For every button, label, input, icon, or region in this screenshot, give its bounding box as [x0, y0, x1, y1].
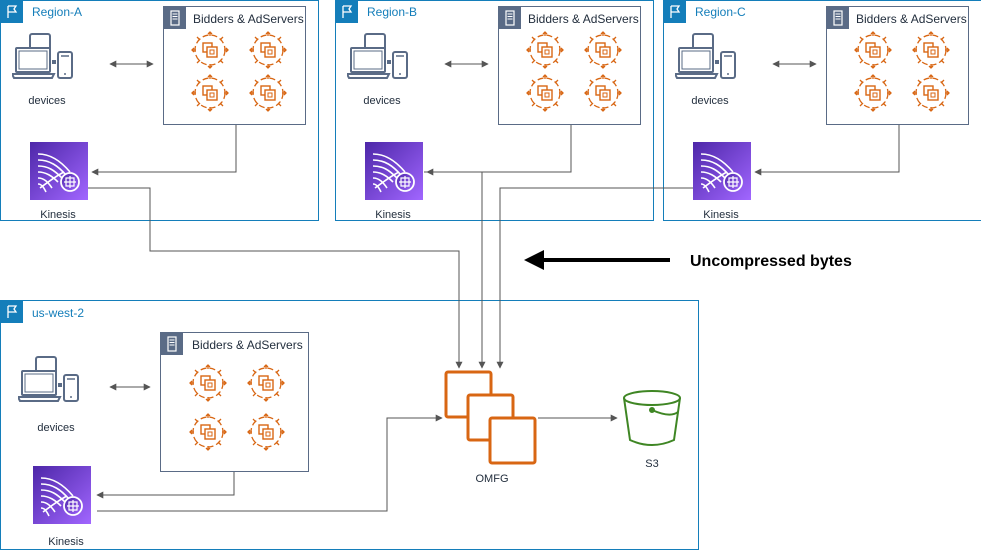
region-b-bidder-kinesis-arrow: [426, 125, 572, 176]
region-b-server-icon: [499, 7, 521, 29]
region-c-autoscaling-icon-1: [854, 31, 892, 69]
region-b-devices-icon: [347, 33, 408, 79]
region-b-to-omfg-arrow: [424, 171, 486, 369]
region-b-label: Region-B: [367, 5, 417, 19]
region-b-kinesis-label: Kinesis: [375, 209, 411, 221]
region-b-autoscaling-icon-4: [584, 74, 622, 112]
region-a-group-label: Bidders & AdServers: [193, 12, 304, 26]
omfg-icon: [444, 370, 537, 465]
region-a-autoscaling-icon-2: [249, 31, 287, 69]
region-b-group-label: Bidders & AdServers: [528, 12, 639, 26]
region-a-bidder-kinesis-arrow: [91, 125, 237, 176]
region-c-flag-icon: [664, 1, 686, 23]
region-a-autoscaling-icon-4: [249, 74, 287, 112]
omfg-label: OMFG: [476, 473, 509, 485]
region-a-kinesis-icon: [30, 142, 88, 200]
region-b-autoscaling-icon-3: [526, 74, 564, 112]
us-west-2-kinesis-label: Kinesis: [48, 536, 84, 548]
region-a-autoscaling-icon-1: [191, 31, 229, 69]
region-a-kinesis-label: Kinesis: [40, 209, 76, 221]
us-west-2-kinesis-to-omfg-arrow: [97, 414, 443, 512]
region-c-bidder-kinesis-arrow: [754, 125, 900, 176]
region-b-devices-label: devices: [363, 95, 401, 107]
region-c-autoscaling-icon-3: [854, 74, 892, 112]
us-west-2-bidder-kinesis-arrow: [96, 472, 235, 499]
region-a-autoscaling-icon-3: [191, 74, 229, 112]
region-c-label: Region-C: [695, 5, 746, 19]
region-b-boundary: [335, 0, 654, 221]
us-west-2-kinesis-icon: [33, 466, 91, 524]
us-west-2-devices-icon: [18, 356, 79, 402]
region-c-devices-icon: [675, 33, 736, 79]
us-west-2-devices-label: devices: [37, 422, 75, 434]
region-c-to-omfg-arrow: [496, 187, 693, 369]
us-west-2-autoscaling-icon-3: [189, 413, 227, 451]
s3-label: S3: [645, 458, 658, 470]
us-west-2-autoscaling-icon-2: [247, 364, 285, 402]
us-west-2-autoscaling-icon-1: [189, 364, 227, 402]
region-a-to-omfg-arrow: [88, 187, 463, 369]
us-west-2-server-icon: [161, 333, 183, 355]
region-c-bidders-group: [826, 6, 969, 125]
us-west-2-flag-icon: [1, 301, 23, 323]
region-c-kinesis-label: Kinesis: [703, 209, 739, 221]
region-c-kinesis-icon: [693, 142, 751, 200]
region-b-bidders-group: [498, 6, 641, 125]
region-a-label: Region-A: [32, 5, 82, 19]
us-west-2-label: us-west-2: [32, 306, 84, 320]
region-c-autoscaling-icon-4: [912, 74, 950, 112]
region-a-devices-icon: [12, 33, 73, 79]
region-c-devices-label: devices: [691, 95, 729, 107]
us-west-2-autoscaling-icon-4: [247, 413, 285, 451]
region-a-flag-icon: [1, 1, 23, 23]
region-a-devices-label: devices: [28, 95, 66, 107]
us-west-2-bidders-group: [160, 332, 309, 472]
region-a-bidders-group: [163, 6, 306, 125]
region-b-kinesis-icon: [365, 142, 423, 200]
region-a-boundary: [0, 0, 319, 221]
us-west-2-boundary: [0, 300, 699, 550]
uncompressed-bytes-label: Uncompressed bytes: [690, 253, 852, 270]
region-b-autoscaling-icon-1: [526, 31, 564, 69]
region-c-server-icon: [827, 7, 849, 29]
region-b-autoscaling-icon-2: [584, 31, 622, 69]
region-c-group-label: Bidders & AdServers: [856, 12, 967, 26]
s3-bucket-icon: [623, 390, 681, 446]
region-a-server-icon: [164, 7, 186, 29]
region-c-autoscaling-icon-2: [912, 31, 950, 69]
region-b-flag-icon: [336, 1, 358, 23]
region-c-boundary: [663, 0, 981, 221]
us-west-2-group-label: Bidders & AdServers: [192, 338, 303, 352]
